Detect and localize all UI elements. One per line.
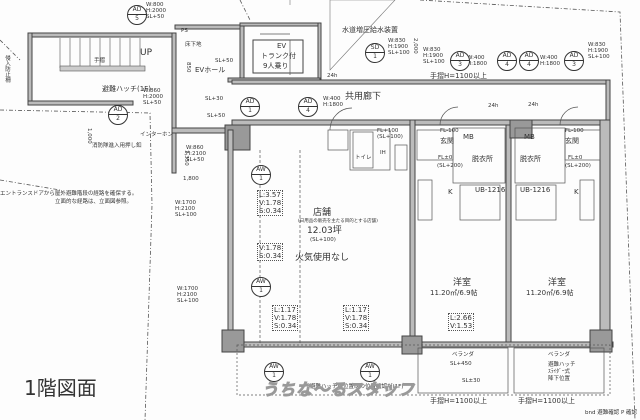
ad3a-spec: W:830 H:1900 SL+100 [423,47,445,65]
sl30-label: SL+30 [205,96,224,102]
unit2-sl: (SL+200) [565,163,591,169]
dim-2000: 2,000 [412,38,418,54]
unit1-entry-fl: FL-100 [440,128,459,134]
unit1-kitchen: K [448,188,453,196]
watermark-logo: うちな～るスタッフ [261,380,416,400]
h24-c: 24h [528,102,539,108]
h24-a: 24h [327,73,338,79]
corridor-label: 共用廊下 [345,92,382,102]
handrail-label: 手摺 [94,58,106,64]
unit2-room-area: 11.20㎡/6.9帖 [526,289,574,297]
w400-spec: W:400 H:1800 [323,96,343,108]
aw-left-spec-2: W:1700 H:2100 SL+100 [177,286,199,304]
unit2-entry-fl: FL-100 [565,128,584,134]
store-name: 店舗 [313,208,332,218]
unit2-washroom: 脱衣所 [520,155,541,163]
dim-1350: 1,350 [183,150,189,166]
ad4b-spec: W:400 H:1800 [540,55,560,67]
unit1-room: 洋室 [453,278,472,288]
fire-button-label: 消防隊進入用押し釦 [92,143,142,149]
sd1-spec: W:830 H:1900 SL+100 [388,38,410,56]
unit2-entry: 玄関 [565,137,579,145]
handrail-bottom-2: 手摺H=1100以上 [518,397,575,405]
unit1-entry: 玄関 [440,137,454,145]
unit1-room-area: 11.20㎡/6.9帖 [430,289,478,297]
route-note-2: 立面的な経路は、立面図参照。 [55,199,133,205]
unit2-kitchen: K [574,188,579,196]
aw-left-spec: W:1700 H:2100 SL+100 [175,200,197,218]
ev-capacity-label: 9人乗り [263,62,289,70]
sl450-label: SL+450 [450,361,472,367]
unit1-mb: MB [463,133,474,141]
intrusion-fence-label: 侵入防止柵 [4,55,10,83]
ev-label: EV [277,42,287,50]
ad3b-spec: W:830 H:1900 SL+100 [588,42,610,60]
unit2-bath: UB-1216 [520,186,551,194]
unit1-sl: (SL+200) [437,163,463,169]
store-area: 12.03坪 [307,226,342,236]
shelter-label: 避難ハッチ(1F) [102,85,151,93]
bottom-note: 避難ハッチの位置はの位置確認が(1F) [310,384,404,390]
sl30c-label: SL±30 [462,378,481,384]
handrail-bottom-1: 手摺H=1100以上 [430,397,487,405]
floor-base-label: 床下地 [185,42,202,48]
unit2-room: 洋室 [548,278,567,288]
unit2-evac: 避難ハッチ [548,362,576,368]
unit2-balcony: ベランダ [548,352,571,358]
route-note-1: エントランスドアから屋外避難階段の経路を確保する。 [0,191,138,197]
unit2-fl: FL±0 [568,155,583,161]
ev-hall-sl: SL+50 [215,58,234,64]
ad4a-spec: W:400 H:1800 [467,55,487,67]
unit2-evac-type: ｽﾗｲﾀﾞｰ式 [548,369,571,375]
store-subtitle: (日用品の販売を主たる目的とする店舗) [298,219,378,224]
up-label: UP [140,48,153,58]
sl50-label: SL+50 [207,113,226,119]
ih-label: IH [380,150,386,156]
entry-spec: W:860 H:2100 SL+50 [186,145,206,163]
page-title: 1階図面 [24,376,97,400]
water-booster-label: 水道増圧給水装置 [342,26,398,34]
unit1-bath: UB-1216 [475,186,506,194]
dim-850: 850 [185,62,191,73]
corner-note: bnd 避難確認 P 確認 [585,410,638,416]
ad5-spec: W:800 H:2000 SL+50 [146,2,166,20]
unit2-mb: MB [524,133,535,141]
ev-trunk-label: トランク付 [261,52,296,60]
unit1-fl: FL±0 [438,155,453,161]
dim-1000: 1,000 [86,128,92,144]
store-sl: (SL+100) [310,237,336,243]
unit1-balcony: ベランダ [452,352,475,358]
unit2-evac-position: 降下位置 [548,376,571,382]
store-no-fire: 火気使用なし [295,253,350,263]
ad2-spec: W:860 H:2000 SL+50 [143,88,163,106]
handrail-top-label: 手摺H=1100以上 [430,72,487,80]
ev-hall-label: EVホール [195,66,226,74]
intercom-label: インターホン [140,132,174,138]
h24-b: 24h [488,103,499,109]
ps-label: PS [181,28,188,34]
dim-1800: 1,800 [183,176,199,182]
toilet-label: トイレ [355,155,372,161]
store-fl: FL+100 (SL+100) [377,128,403,140]
unit1-washroom: 脱衣所 [472,155,493,163]
